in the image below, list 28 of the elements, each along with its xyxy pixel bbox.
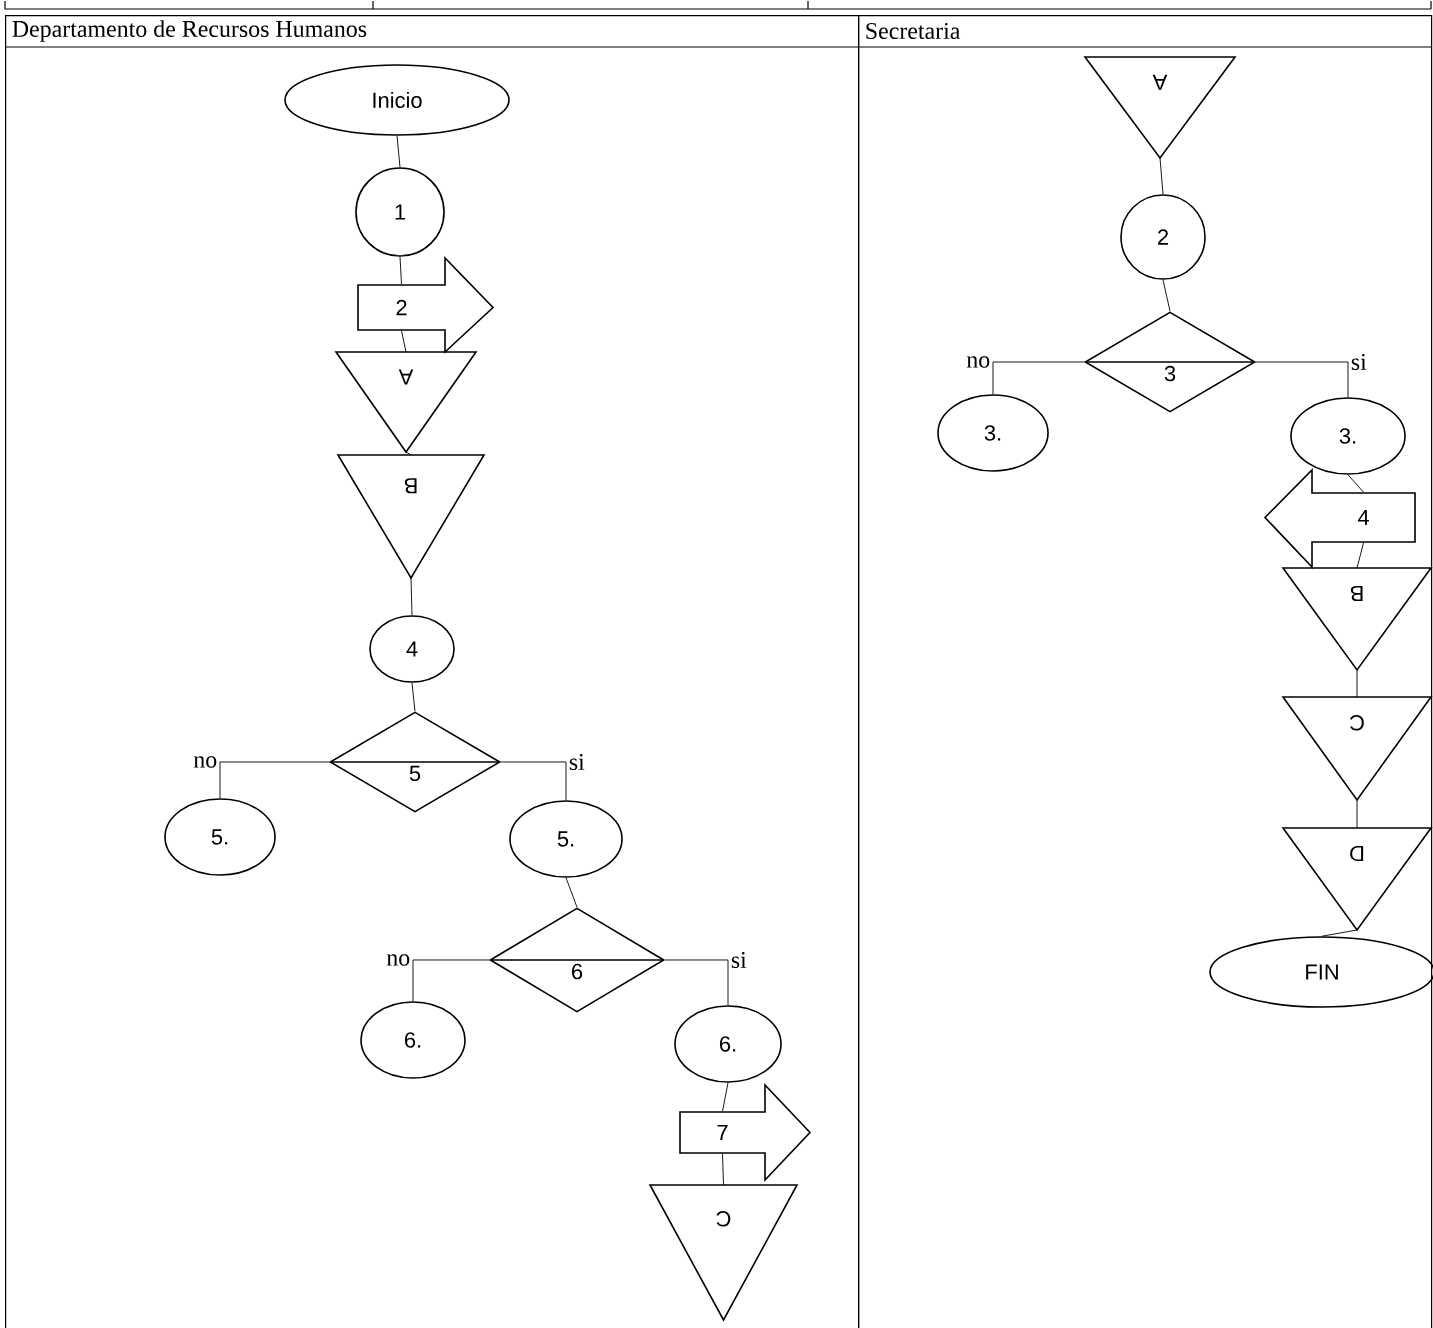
edge-label: si [1349,352,1368,372]
connector-line [722,1153,724,1186]
connector-line [1347,474,1364,493]
edge-label: no [965,355,992,369]
connector-line [396,135,401,168]
edge-label: no [192,755,219,769]
connector-line [1162,279,1171,312]
connector-line [410,577,413,616]
connector-line [664,959,729,1006]
edge-label: no [385,953,412,967]
connector-line [411,682,416,712]
connector-line [412,959,490,1002]
connector-line [722,1082,729,1112]
connector-line [401,330,407,353]
connector-line [405,451,412,456]
connector-line [565,877,578,908]
connector-line [1356,669,1358,698]
connector-line [1159,157,1164,195]
connector-line [1255,361,1349,398]
connector-line [500,761,567,801]
connector-line [1321,929,1358,937]
connector-line [399,256,402,285]
connector-line [992,361,1085,395]
edge-label: si [729,950,748,970]
connector-line [219,761,330,799]
connector-line [1356,542,1364,569]
edge-label: si [567,752,586,772]
connector-line [1356,799,1358,829]
